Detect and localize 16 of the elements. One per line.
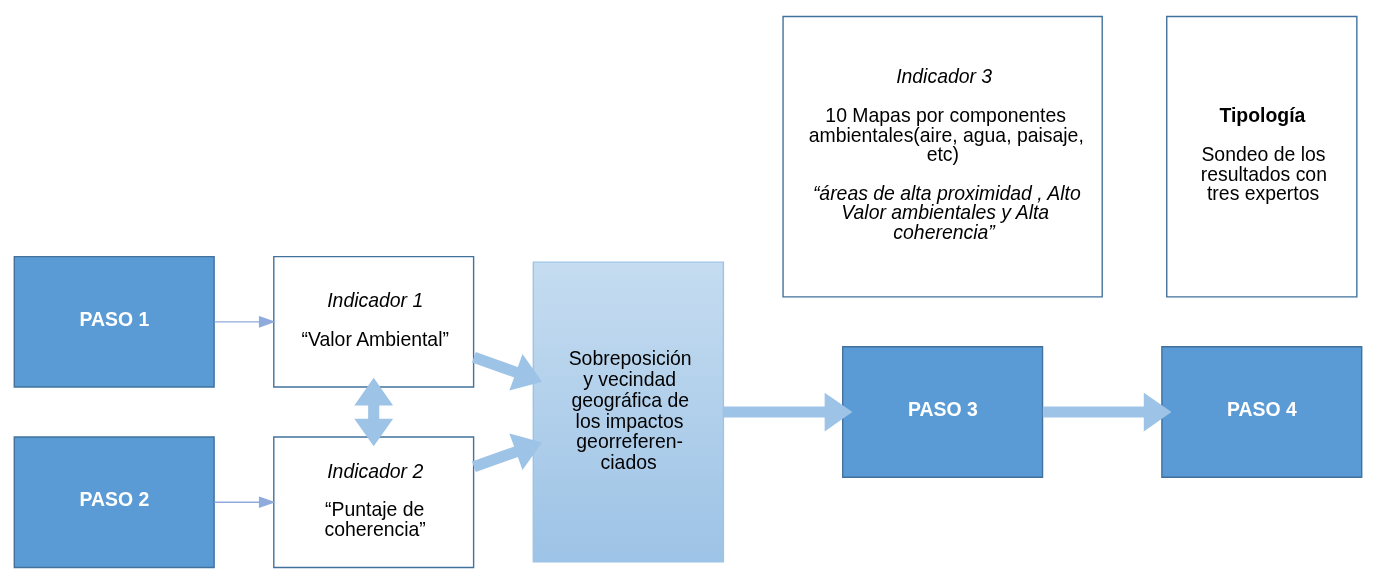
- arrow: [472, 433, 543, 473]
- node-box: Sobreposición y vecindad geográfica de los impactos georreferen- ciados: [532, 261, 725, 563]
- node-box: PASO 3: [842, 346, 1044, 478]
- node-box: PASO 2: [13, 436, 215, 569]
- node-box: PASO 1: [13, 255, 215, 388]
- arrow: [354, 377, 394, 447]
- arrow: [213, 496, 276, 509]
- node-box: Indicador 2 “Puntaje de coherencia”: [273, 436, 475, 569]
- arrow: [1042, 392, 1172, 432]
- arrow: [472, 352, 543, 391]
- node-box: PASO 4: [1161, 346, 1363, 478]
- arrow: [213, 316, 276, 328]
- node-box: Tipología Sondeo de los resultados con tres expertos: [1166, 15, 1358, 298]
- arrow: [723, 392, 853, 432]
- node-box: Indicador 1 “Valor Ambiental”: [273, 255, 475, 388]
- node-box: Indicador 3 10 Mapas por componentes ambientales(aire, agua, paisaje, etc) “áreas de alta proximidad , Alto Valor ambientales y Alta coherencia”: [782, 15, 1103, 298]
